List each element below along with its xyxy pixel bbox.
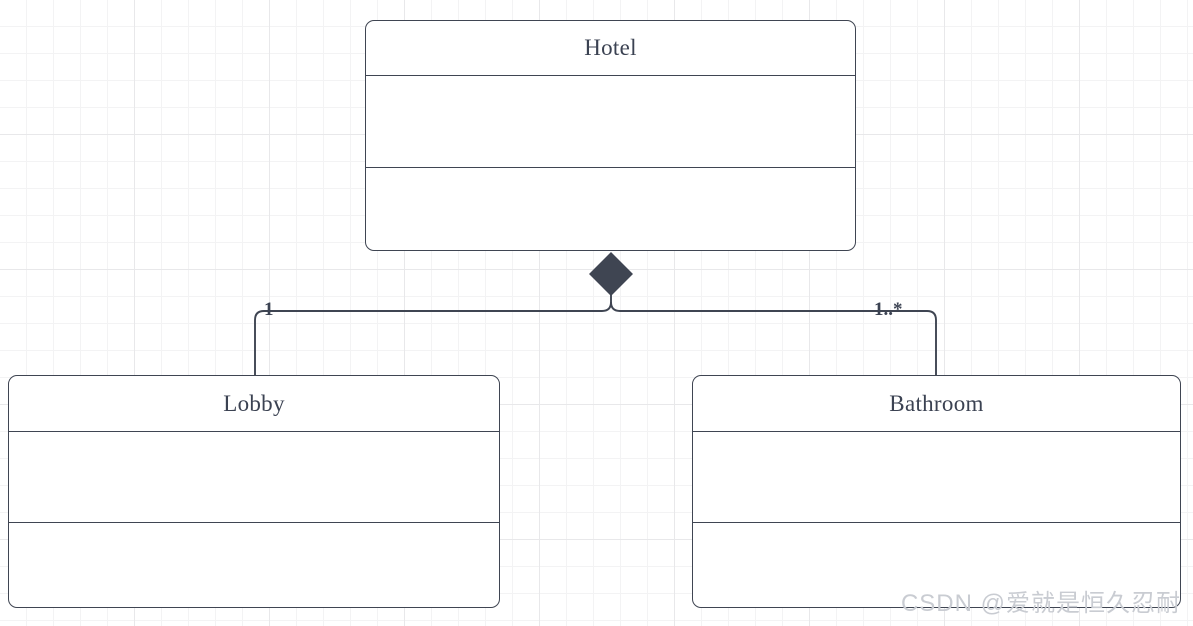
class-operations-hotel[interactable] (366, 168, 855, 250)
class-attributes-hotel[interactable] (366, 76, 855, 167)
connector-hotel-lobby (254, 301, 612, 375)
class-title-hotel: Hotel (584, 35, 637, 60)
multiplicity-label-bathroom[interactable]: 1..* (874, 299, 903, 320)
class-divider-lobby-1 (9, 431, 499, 432)
class-attributes-bathroom[interactable] (693, 432, 1180, 522)
class-divider-bathroom-2 (693, 522, 1180, 523)
class-divider-hotel-1 (366, 75, 855, 76)
class-divider-bathroom-1 (693, 431, 1180, 432)
class-divider-lobby-2 (9, 522, 499, 523)
class-attributes-lobby[interactable] (9, 432, 499, 522)
class-operations-lobby[interactable] (9, 523, 499, 607)
class-title-bathroom: Bathroom (889, 390, 984, 416)
class-title-lobby: Lobby (223, 390, 285, 416)
uml-class-hotel[interactable]: Hotel (365, 20, 856, 251)
class-operations-bathroom[interactable] (693, 523, 1180, 607)
uml-class-lobby[interactable]: Lobby (8, 375, 500, 608)
uml-class-bathroom[interactable]: Bathroom (692, 375, 1181, 608)
class-divider-hotel-2 (366, 167, 855, 168)
composition-diamond-icon (589, 252, 633, 296)
multiplicity-label-lobby[interactable]: 1 (264, 299, 274, 320)
